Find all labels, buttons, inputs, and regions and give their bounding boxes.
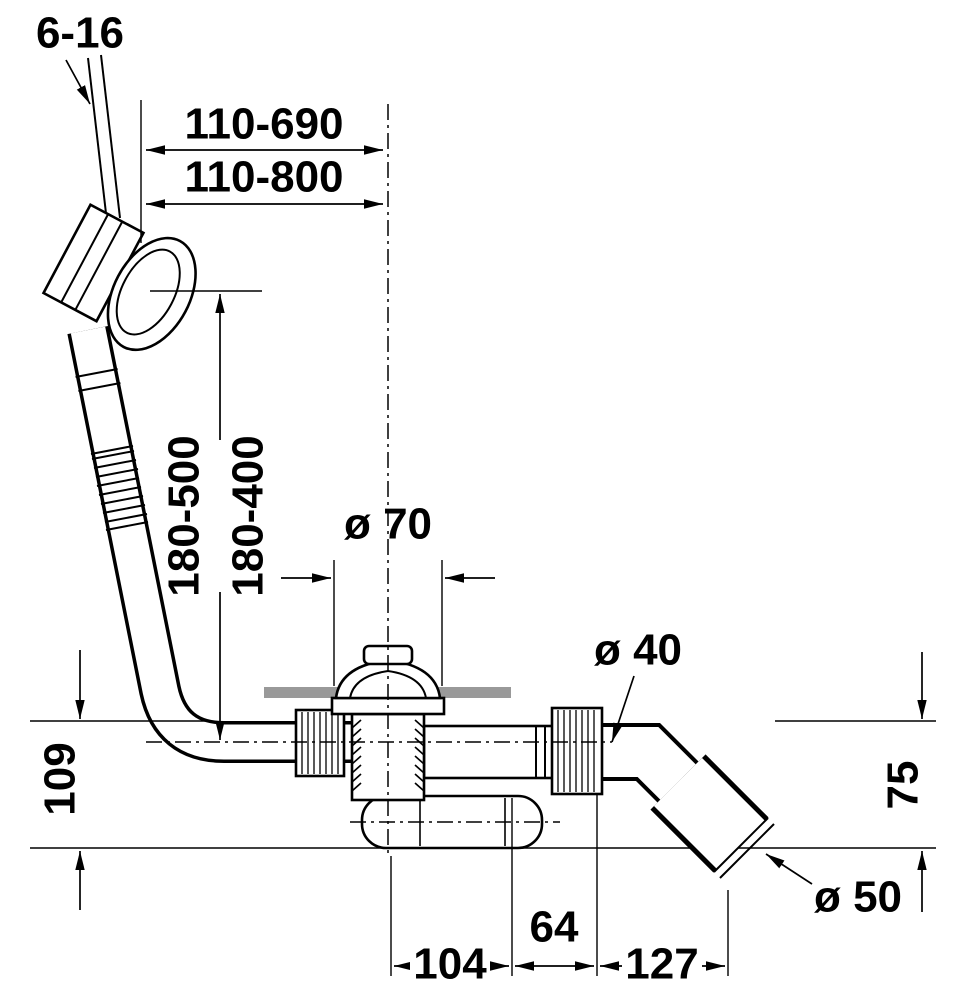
label-height-range-1: 180-500	[160, 435, 209, 596]
label-backing-104	[410, 947, 490, 985]
outlet-elbow	[600, 723, 775, 879]
label-outlet-height: 75	[879, 761, 928, 810]
label-trap-length: 104	[413, 940, 487, 989]
label-cable-length-1: 110-690	[184, 100, 343, 149]
label-height-range-2: 180-400	[224, 435, 273, 596]
dimension-labels: 6-16 110-690 110-800 180-500 180-400 ø 7…	[36, 9, 928, 989]
leader-lines	[65, 59, 813, 885]
label-strainer-diameter: ø 70	[344, 500, 432, 549]
overflow-knob-assembly	[41, 202, 197, 352]
overflow-cable	[87, 54, 121, 223]
label-outlet-pipe-diameter: ø 40	[594, 626, 682, 675]
extension-lines	[30, 100, 936, 976]
label-elbow-length: 127	[625, 940, 698, 989]
label-cable-length-2: 110-800	[184, 153, 343, 202]
label-cable-range: 6-16	[36, 9, 124, 58]
tee-outlet-pipe	[422, 724, 556, 780]
pipe-compression-nut	[294, 708, 346, 778]
centerlines	[146, 104, 612, 856]
overflow-pipe	[67, 325, 352, 763]
label-backing-127	[622, 947, 702, 985]
label-outlet-offset: 64	[530, 903, 579, 952]
label-overflow-pipe-height: 109	[36, 742, 85, 815]
label-outlet-end-diameter: ø 50	[814, 873, 902, 922]
tee-outlet-nut	[550, 706, 604, 796]
